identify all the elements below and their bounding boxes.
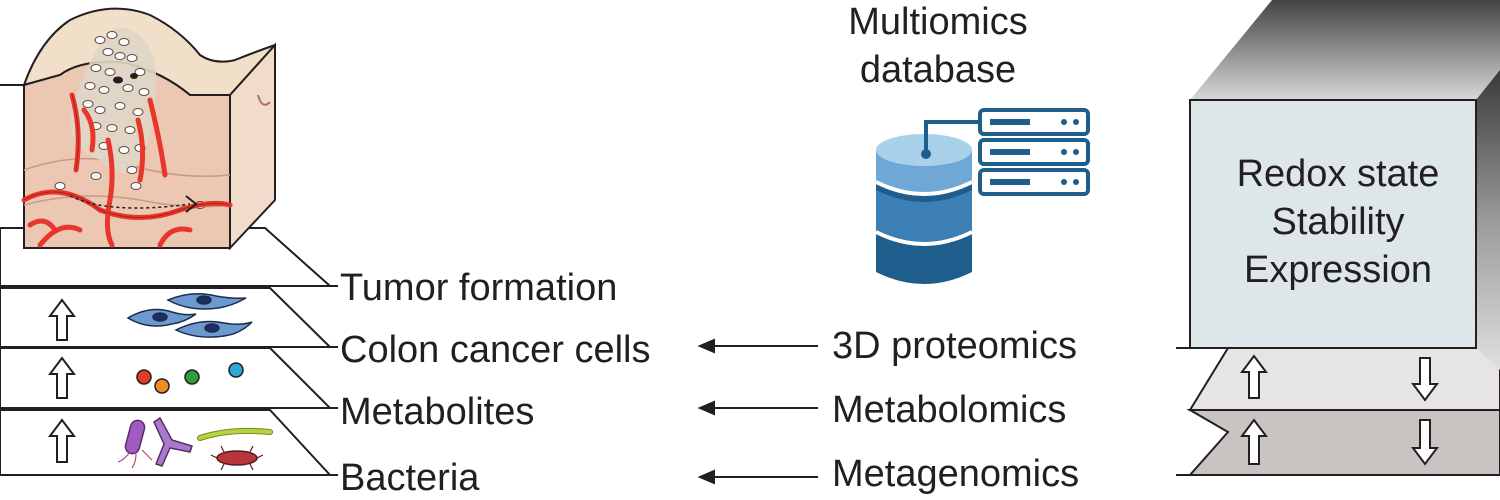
label-metagenomics: Metagenomics [832, 453, 1079, 495]
label-colon-cancer-cells: Colon cancer cells [340, 329, 650, 371]
metabolite-dots [136, 362, 244, 394]
label-3d-proteomics: 3D proteomics [832, 325, 1077, 367]
label-bacteria: Bacteria [340, 457, 480, 499]
bacteria-group [117, 416, 273, 471]
layer-stack [0, 227, 333, 476]
state-layer-bottom [1186, 409, 1500, 476]
state-layer-middle [1188, 347, 1500, 411]
up-arrow-icon [1240, 418, 1268, 465]
database-title-line1: Multiomics [848, 1, 1027, 43]
label-tumor-formation: Tumor formation [340, 267, 617, 309]
database-title-line2: database [860, 49, 1016, 91]
cell-icon [166, 293, 247, 310]
state-line-expression: Expression [1244, 249, 1432, 291]
cell-icon [126, 308, 197, 327]
bacteria-icon [117, 419, 153, 469]
state-box-face [1189, 99, 1477, 349]
down-arrow-icon [1411, 419, 1439, 466]
up-arrow-icon [48, 418, 76, 463]
cell-icon [174, 320, 253, 338]
metabolite-dot-icon [228, 362, 244, 378]
up-arrow-icon [1240, 354, 1268, 399]
layer-metabolites [0, 347, 333, 409]
metabolite-dot-icon [154, 378, 170, 394]
bacteria-icon [197, 427, 273, 441]
metabolite-dot-icon [136, 369, 152, 385]
database-cylinder-icon [875, 134, 973, 284]
state-line-stability: Stability [1271, 201, 1404, 243]
label-metabolites: Metabolites [340, 391, 534, 433]
state-line-redox: Redox state [1237, 153, 1440, 195]
label-metabolomics: Metabolomics [832, 389, 1066, 431]
stack-up-arrows [48, 298, 76, 463]
up-arrow-icon [48, 298, 76, 341]
left-arrow-icon [697, 338, 818, 354]
bacteria-icon [210, 445, 264, 471]
cancer-cells [126, 293, 253, 338]
server-rack-icon [924, 108, 1090, 196]
bacteria-icon [153, 416, 193, 467]
omics-arrows [697, 338, 818, 485]
state-arrows [1240, 354, 1439, 466]
metabolite-dot-icon [184, 369, 200, 385]
left-arrow-icon [697, 400, 818, 416]
leader-lines [330, 285, 338, 476]
tumor-tissue-block-icon [0, 7, 276, 251]
down-arrow-icon [1411, 357, 1439, 402]
up-arrow-icon [48, 356, 76, 399]
left-arrow-icon [697, 469, 818, 485]
